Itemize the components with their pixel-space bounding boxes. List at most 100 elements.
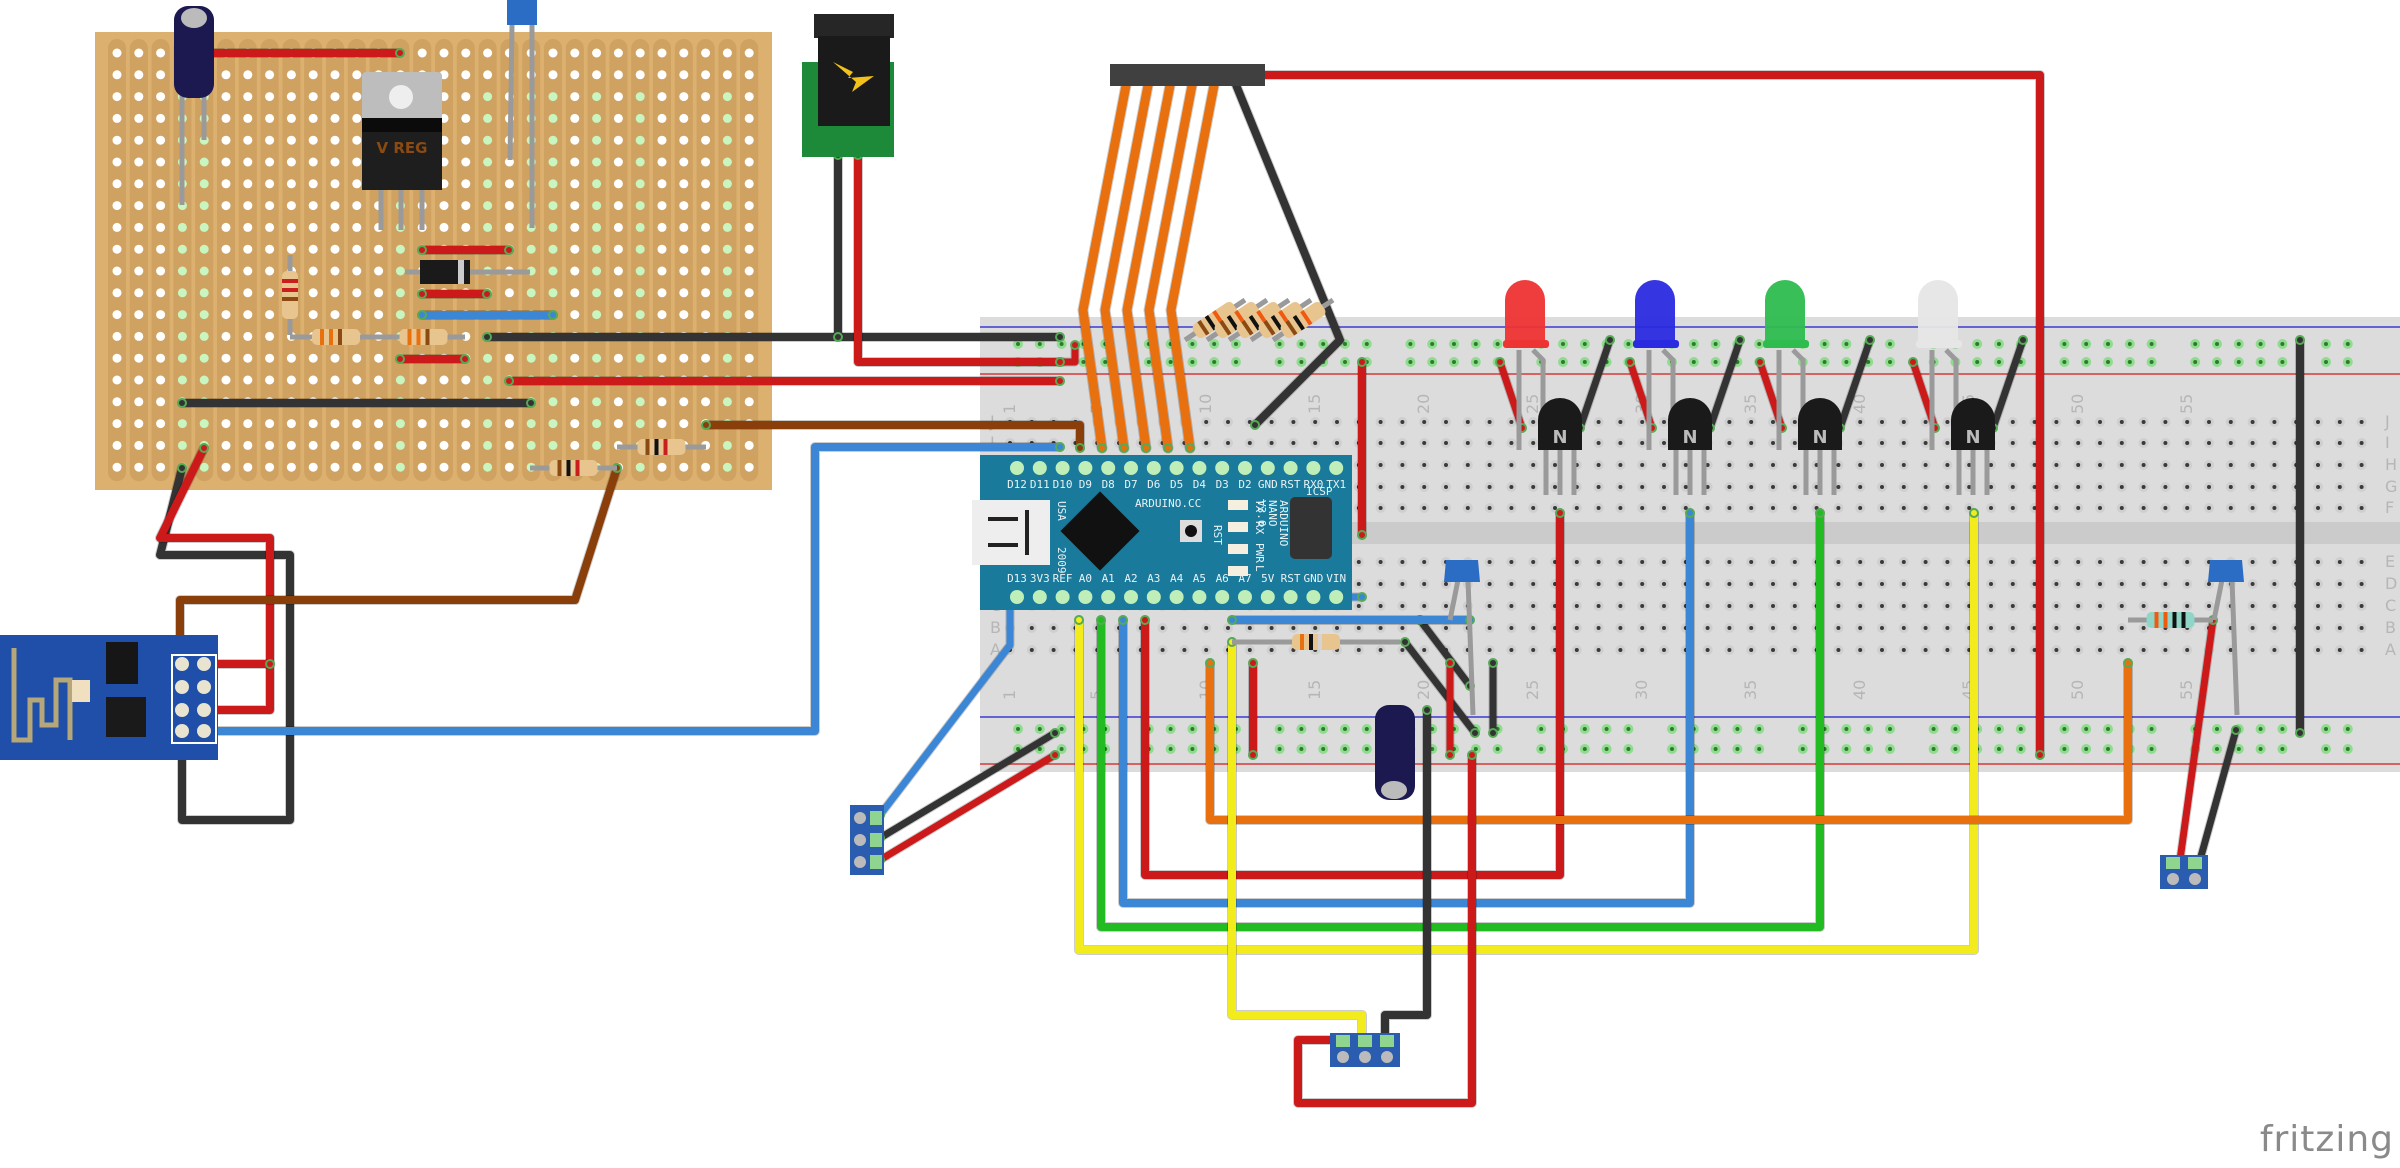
wire-blue-left-terminal[interactable] [876, 596, 1014, 819]
arduino-pin[interactable] [1101, 590, 1116, 604]
arduino-pin[interactable] [1146, 590, 1161, 604]
wire-red-esp[interactable] [156, 444, 274, 714]
arduino-pin[interactable] [1010, 461, 1024, 475]
arduino-pin[interactable] [1146, 461, 1161, 475]
wire-orange-right[interactable] [1206, 659, 2132, 824]
arduino-pin[interactable] [1306, 461, 1321, 475]
npn-transistor-2[interactable]: N [1668, 398, 1712, 495]
wire-orange-2[interactable] [1100, 70, 1155, 453]
arduino-pin[interactable] [1238, 590, 1252, 604]
voltage-regulator[interactable]: V REG [362, 72, 442, 230]
wire-orange-3[interactable] [1122, 70, 1177, 453]
arduino-pin[interactable] [1078, 461, 1093, 475]
arduino-pin[interactable] [1283, 590, 1298, 604]
resistor-array-5[interactable] [1279, 300, 1328, 340]
resistor-sb-5[interactable] [637, 439, 686, 455]
led-red[interactable] [1503, 280, 1549, 450]
wire-red-jack[interactable] [854, 151, 1064, 366]
esp-pin[interactable] [197, 724, 211, 738]
arduino-pin[interactable] [1260, 461, 1275, 475]
wire-blue-t2[interactable] [1119, 509, 1694, 907]
wire-yellow-terminal[interactable] [1228, 638, 1366, 1044]
wire-orange-5[interactable] [1166, 70, 1221, 453]
wire-red-t1[interactable] [1141, 509, 1564, 879]
esp-pin[interactable] [197, 680, 211, 694]
wire-black-cap[interactable] [1401, 638, 1479, 737]
resistor-sb-3[interactable] [399, 329, 448, 345]
pin-header[interactable] [1110, 64, 1265, 86]
arduino-pin[interactable] [1101, 461, 1116, 475]
arduino-pin[interactable] [1010, 590, 1024, 604]
wire-red-terminal[interactable] [1294, 751, 1476, 1107]
led-blue[interactable] [1633, 280, 1679, 450]
wire-black-header[interactable] [1228, 71, 1344, 429]
wire-black-led-2[interactable] [1706, 336, 1744, 432]
arduino-pin[interactable] [1329, 590, 1344, 604]
resistor-sb-1[interactable] [282, 271, 298, 319]
arduino-pin[interactable] [1032, 461, 1047, 475]
wire-red-long[interactable] [1250, 71, 2044, 759]
arduino-pin[interactable] [1124, 590, 1138, 604]
arduino-pin[interactable] [1169, 590, 1184, 604]
resistor-bb-2[interactable] [2146, 612, 2195, 628]
wire-red-left-terminal[interactable] [876, 751, 1059, 864]
stripboard-hole [243, 92, 253, 102]
wire-red-right-terminal[interactable] [2176, 616, 2217, 864]
wire-blue-esp[interactable] [200, 443, 1064, 735]
arduino-pin[interactable] [1215, 461, 1230, 475]
wire-yellow-t4[interactable] [1075, 509, 1978, 954]
resistor-sb-4[interactable] [549, 460, 598, 476]
wire-orange-1[interactable] [1078, 70, 1133, 453]
terminal-block-right[interactable] [2160, 855, 2208, 889]
wire-brown-esp[interactable] [176, 464, 621, 668]
terminal-block-bottom[interactable] [1330, 1033, 1400, 1067]
arduino-pin[interactable] [1124, 461, 1138, 475]
terminal-block-left[interactable] [850, 805, 884, 875]
wire-orange-4[interactable] [1144, 70, 1199, 453]
wire-brown[interactable] [702, 421, 1084, 452]
ceramic-capacitor-1[interactable] [1444, 560, 1480, 582]
wire-black-terminal[interactable] [1381, 706, 1431, 1044]
arduino-pin[interactable] [1078, 590, 1093, 604]
arduino-pin[interactable] [1238, 461, 1252, 475]
arduino-pin[interactable] [1329, 461, 1344, 475]
ceramic-capacitor-2[interactable] [2208, 560, 2244, 582]
wire-black-right-terminal[interactable] [2196, 726, 2240, 864]
wire-black-led-1[interactable] [1576, 336, 1614, 432]
esp-pin[interactable] [175, 680, 189, 694]
dc-jack[interactable] [802, 14, 894, 157]
breadboard-hole [1310, 623, 1321, 633]
led-white[interactable] [1916, 280, 1962, 450]
esp-pin[interactable] [197, 657, 211, 671]
esp-module[interactable] [0, 635, 218, 760]
esp-pin[interactable] [197, 703, 211, 717]
resistor-sb-2[interactable] [312, 329, 360, 345]
electrolytic-capacitor-bb[interactable] [1375, 705, 1415, 800]
wire-black-left-terminal[interactable] [876, 729, 1059, 842]
esp-pin[interactable] [175, 703, 189, 717]
arduino-pin[interactable] [1169, 461, 1184, 475]
arduino-pin[interactable] [1260, 590, 1275, 604]
arduino-pin[interactable] [1192, 590, 1207, 604]
arduino-pin[interactable] [1306, 590, 1321, 604]
esp-pin[interactable] [175, 724, 189, 738]
wire-black-cap2[interactable] [1416, 616, 1474, 690]
arduino-pin[interactable] [1215, 590, 1230, 604]
wire-black-led-3[interactable] [1836, 336, 1874, 432]
esp-pin[interactable] [175, 657, 189, 671]
arduino-pin[interactable] [1192, 461, 1207, 475]
usb-port[interactable] [972, 500, 1050, 565]
electrolytic-capacitor[interactable] [174, 6, 214, 98]
npn-transistor-4[interactable]: N [1951, 398, 1995, 495]
ceramic-capacitor[interactable] [507, 0, 537, 25]
wire-green-t3[interactable] [1097, 509, 1824, 931]
npn-transistor-1[interactable]: N [1538, 398, 1582, 495]
arduino-pin[interactable] [1055, 461, 1070, 475]
wire-black-led-4[interactable] [1989, 336, 2027, 432]
arduino-pin[interactable] [1283, 461, 1298, 475]
npn-transistor-3[interactable]: N [1798, 398, 1842, 495]
arduino-pin[interactable] [1055, 590, 1070, 604]
arduino-pin[interactable] [1032, 590, 1047, 604]
resistor-bb-1[interactable] [1292, 634, 1340, 650]
